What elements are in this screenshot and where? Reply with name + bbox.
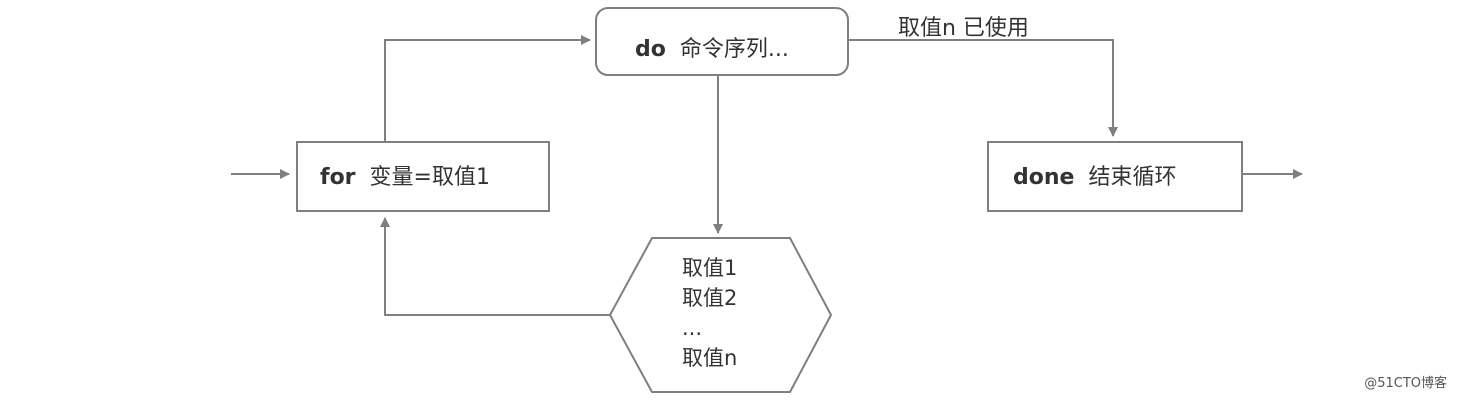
do-box (595, 7, 849, 76)
values-to-for-arrow (380, 217, 610, 316)
do-keyword: do (635, 37, 666, 62)
for-box-label: for 变量=取值1 (320, 159, 490, 191)
for-keyword: for (320, 165, 356, 190)
do-text: 命令序列... (679, 37, 789, 62)
done-box-label: done 结束循环 (1013, 159, 1176, 191)
do-to-done-arrow (848, 39, 1118, 137)
value-line-2: 取值2 (682, 286, 738, 310)
do-box-label: do 命令序列... (635, 31, 789, 63)
values-list: 取值1 取值2 ... 取值n (682, 253, 737, 373)
done-text: 结束循环 (1088, 165, 1177, 190)
value-line-ellipsis: ... (682, 316, 703, 340)
for-box (296, 141, 550, 212)
edge-label-values-used: 取值n 已使用 (898, 16, 1029, 41)
for-to-do-arrow (384, 35, 591, 142)
watermark: @51CTO博客 (1364, 376, 1447, 391)
value-line-1: 取值1 (682, 256, 738, 280)
done-keyword: done (1013, 165, 1075, 190)
value-line-n: 取值n (682, 346, 738, 370)
for-text: 变量=取值1 (369, 165, 490, 190)
done-box (987, 141, 1243, 212)
